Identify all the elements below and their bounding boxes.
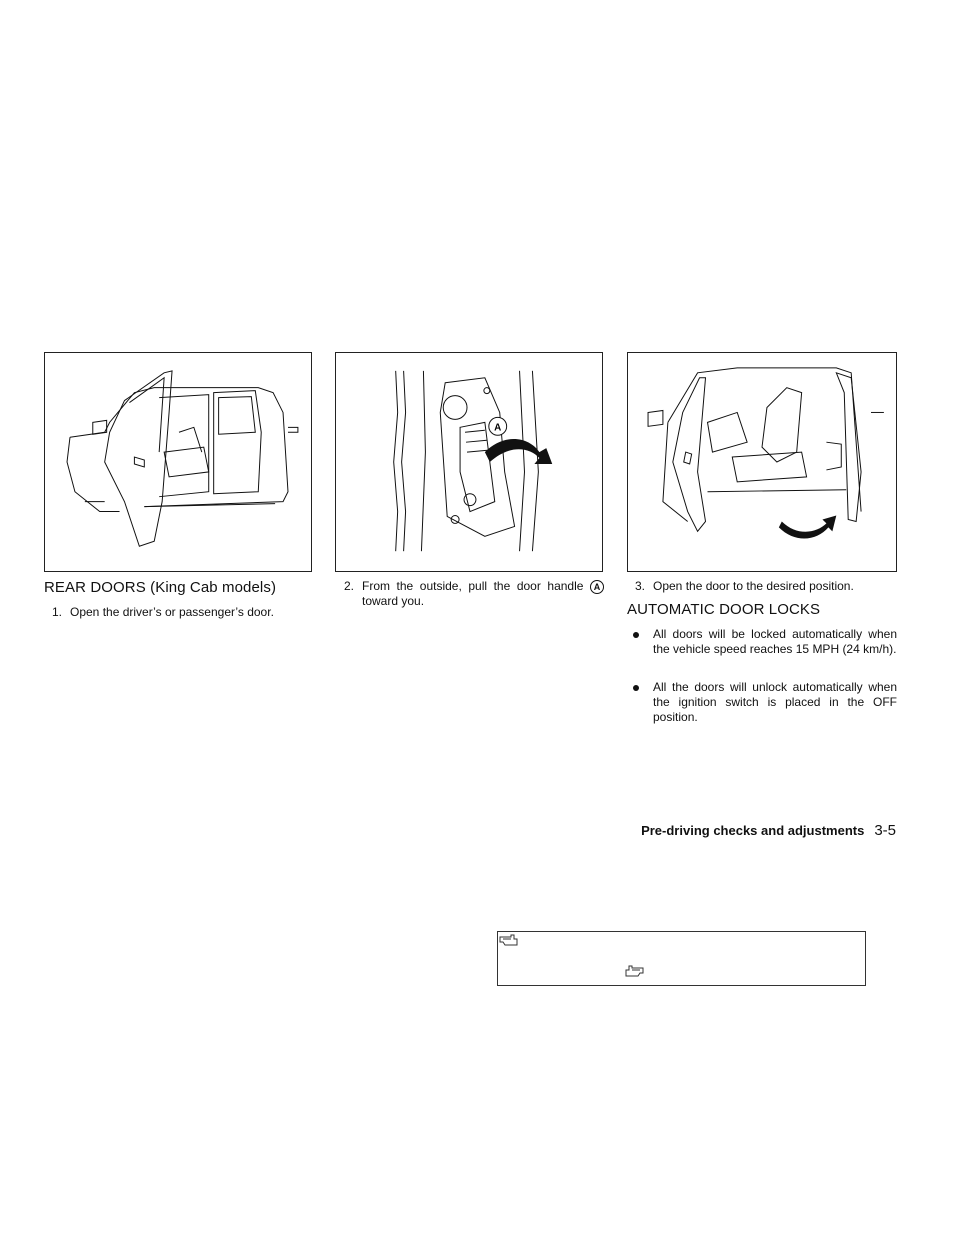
pointing-hand-icon: [625, 965, 644, 977]
footer-page-number: 3-5: [874, 822, 896, 839]
step-3-text: Open the door to the desired position.: [653, 579, 854, 593]
step-2-number: 2.: [344, 579, 355, 593]
footer-section-title: Pre-driving checks and adjustments: [641, 823, 865, 838]
bullet-auto-lock-text: All doors will be locked automatically w…: [653, 627, 897, 656]
step-3-number: 3.: [635, 579, 646, 593]
step-1-text: Open the driver’s or passenger’s door.: [70, 605, 274, 619]
step-2-text-after: toward you.: [362, 594, 425, 608]
rear-doors-heading: REAR DOORS (King Cab models): [44, 579, 277, 596]
step-1-number: 1.: [52, 605, 63, 619]
automatic-door-locks-heading: AUTOMATIC DOOR LOCKS: [627, 601, 821, 618]
figure-rear-door-open: [44, 352, 312, 572]
step-2-text: From the outside, pull the door handle A…: [362, 579, 604, 609]
bullet-dot-icon: [633, 685, 639, 691]
bullet-dot-icon: [633, 632, 639, 638]
figure-door-handle: A: [335, 352, 603, 572]
callout-a-circle: [488, 416, 508, 436]
reference-box: [497, 931, 866, 986]
callout-a-inline: A: [590, 580, 604, 594]
figure-door-position: [627, 352, 897, 572]
step-2-text-before: From the outside, pull the door handle: [362, 579, 584, 593]
bullet-auto-unlock-text: All the doors will unlock automatically …: [653, 680, 897, 724]
door-position-illustration: [647, 367, 884, 539]
pointing-hand-icon: [499, 934, 518, 946]
callout-a-label: A: [494, 422, 501, 433]
page-footer: Pre-driving checks and adjustments 3-5: [641, 822, 896, 839]
truck-door-illustration: [66, 370, 299, 547]
door-handle-illustration: A: [393, 370, 553, 552]
